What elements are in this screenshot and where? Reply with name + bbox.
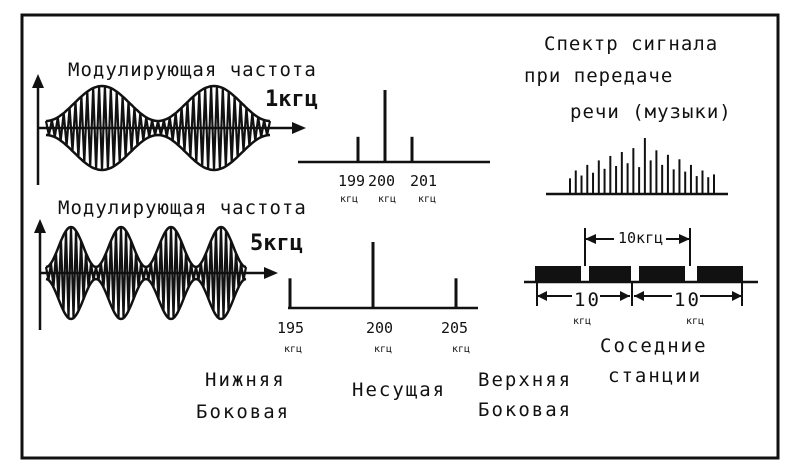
station-band-3 xyxy=(639,266,685,282)
wave2-envelope-upper xyxy=(45,225,247,269)
right-title-1: Спектр сигнала xyxy=(544,33,718,55)
spacing-label: 10кгц xyxy=(618,229,663,247)
top-title: Модулирующая частота xyxy=(68,59,317,81)
right-title-2: при передаче xyxy=(524,65,673,87)
band-dim-arrow-2l xyxy=(634,291,644,301)
band-unit-1: кгц xyxy=(573,316,591,327)
caption-carrier: Несущая xyxy=(352,379,446,401)
bottom-freq-label: 5кгц xyxy=(250,231,303,256)
spec1-unit-2: кгц xyxy=(378,194,396,205)
speech-spectrum-lines xyxy=(569,138,715,194)
spec2-unit-1: кгц xyxy=(284,344,302,355)
band-label-bg-2 xyxy=(672,288,700,308)
frame-border xyxy=(20,13,780,460)
station-band-4 xyxy=(697,266,743,282)
caption-lower-sideband-2: Боковая xyxy=(196,401,290,423)
spec1-unit-1: кгц xyxy=(340,194,358,205)
band-label-2: 10 xyxy=(674,289,701,311)
spec1-lines xyxy=(356,90,414,162)
wave1-envelope-upper xyxy=(45,84,271,123)
station-band-2 xyxy=(589,266,631,282)
spec1-tick-200: 200 xyxy=(368,172,395,190)
band-dim-arrow-1l xyxy=(537,291,547,301)
spec1-tick-199: 199 xyxy=(338,172,365,190)
right-title-3: речи (музыки) xyxy=(570,101,732,123)
spec1-tick-201: 201 xyxy=(410,172,437,190)
spec2-tick-205: 205 xyxy=(441,319,468,337)
wave2-x-arrow xyxy=(264,267,278,279)
spec2-unit-3: кгц xyxy=(452,344,470,355)
band-dim-arrow-1r xyxy=(620,291,630,301)
spacing-label-bg xyxy=(614,227,666,247)
caption-upper-sideband-1: Верхняя xyxy=(478,369,572,391)
spec2-tick-200: 200 xyxy=(366,319,393,337)
spec1-unit-3: кгц xyxy=(418,194,436,205)
wave1-envelope-lower xyxy=(45,133,271,172)
wave1-y-arrow xyxy=(32,74,44,88)
stations-caption-2: станции xyxy=(608,365,702,387)
bottom-title: Модулирующая частота xyxy=(58,197,307,219)
band-label-1: 10 xyxy=(574,289,601,311)
station-band-1 xyxy=(535,266,581,282)
wave1-x-arrow xyxy=(292,122,306,134)
top-freq-label: 1кгц xyxy=(265,87,318,112)
wave2-envelope-lower xyxy=(45,277,247,321)
spec2-tick-195: 195 xyxy=(277,319,304,337)
wave2-y-arrow xyxy=(34,219,46,233)
caption-upper-sideband-2: Боковая xyxy=(478,399,572,421)
caption-lower-sideband-1: Нижняя xyxy=(205,369,286,391)
spec2-unit-2: кгц xyxy=(374,344,392,355)
spacing-arrow-left xyxy=(585,234,596,244)
band-unit-2: кгц xyxy=(686,316,704,327)
spacing-arrow-right xyxy=(679,234,690,244)
band-label-bg-1 xyxy=(572,288,600,308)
wave2-modulated-signal xyxy=(44,225,248,321)
stations-caption-1: Соседние xyxy=(600,335,708,357)
band-dim-arrow-2r xyxy=(732,291,742,301)
spec2-lines xyxy=(288,242,458,308)
wave1-modulated-signal xyxy=(44,84,272,172)
